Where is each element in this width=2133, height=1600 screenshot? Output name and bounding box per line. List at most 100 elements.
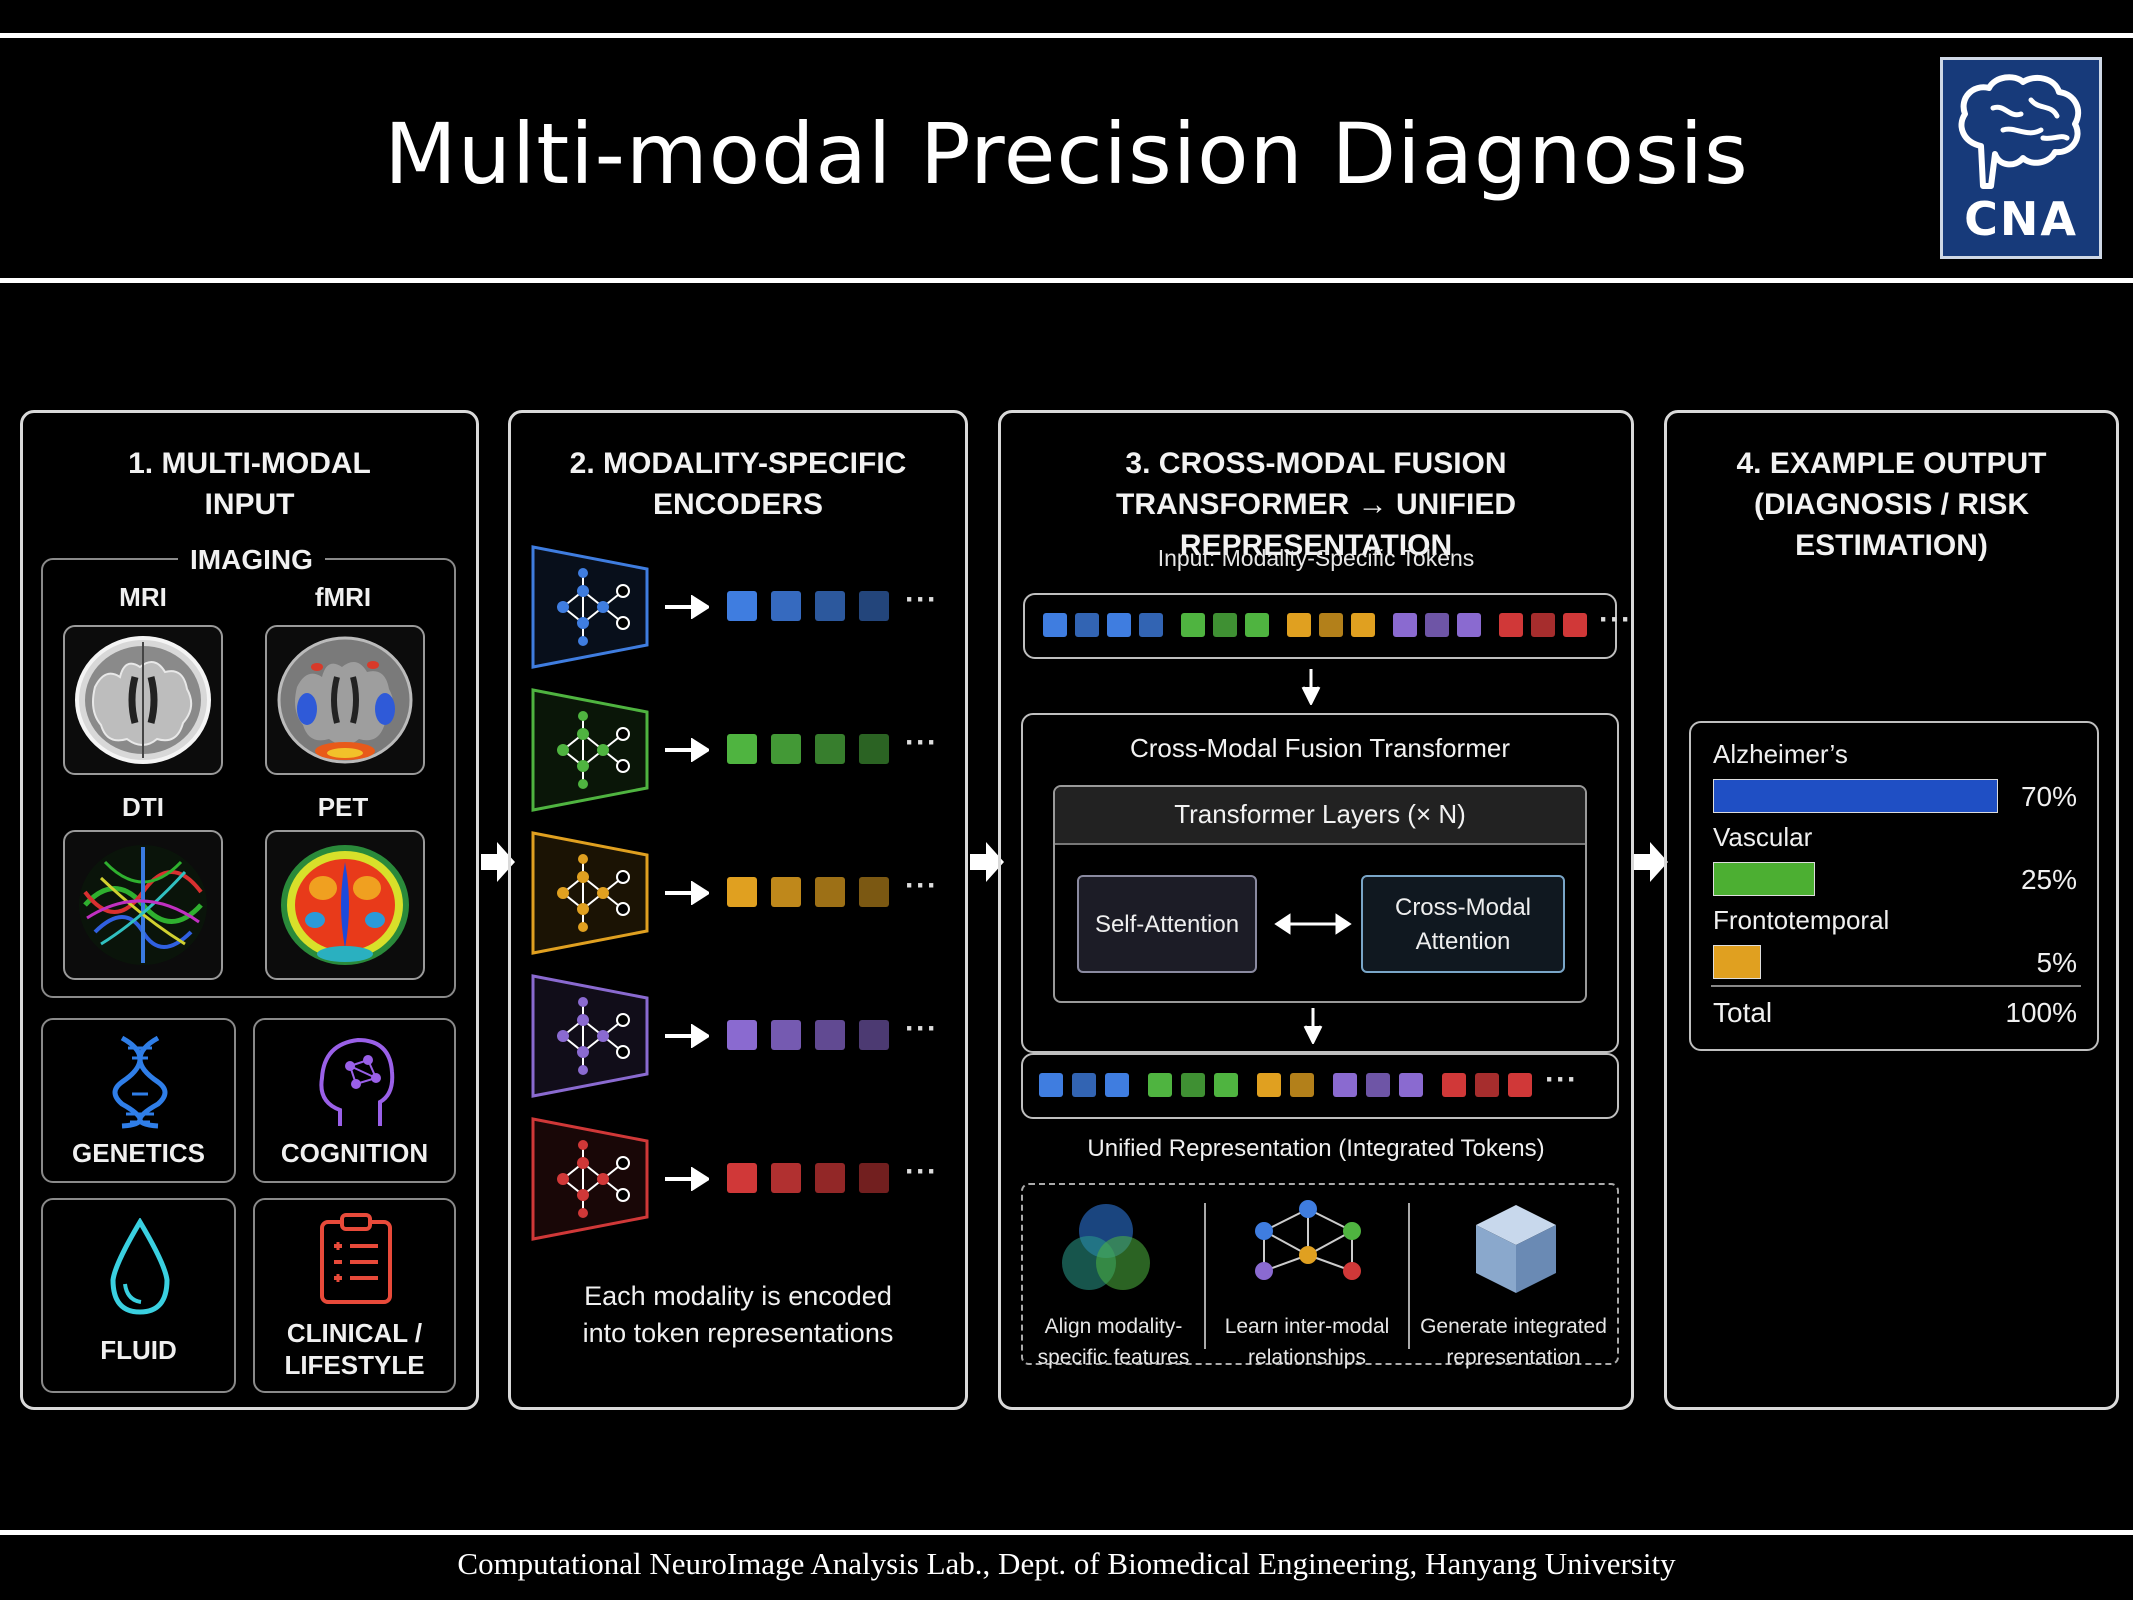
- panel1-title: 1. MULTI-MODAL INPUT: [23, 443, 476, 525]
- panel4-title-line2: (DIAGNOSIS / RISK ESTIMATION): [1753, 488, 2030, 562]
- encoder-token: [859, 1163, 889, 1193]
- step-3-line2: representation: [1446, 1346, 1581, 1369]
- fusion-steps-box: Align modality- specific features Learn …: [1021, 1183, 1619, 1369]
- fusion-token: [1319, 613, 1343, 637]
- result-label: Vascular: [1713, 822, 1813, 852]
- encoder-icon: [531, 1117, 649, 1241]
- head-brain-icon: [319, 1037, 395, 1126]
- fusion-token: [1107, 613, 1131, 637]
- fusion-token: [1399, 1073, 1423, 1097]
- clipboard-icon: [320, 1213, 392, 1304]
- transformer-layers-header: [1055, 787, 1585, 845]
- fusion-token: [1351, 613, 1375, 637]
- fusion-token: [1139, 613, 1163, 637]
- panel4-title: 4. EXAMPLE OUTPUT (DIAGNOSIS / RISK ESTI…: [1667, 443, 2116, 566]
- panel1-title-line2: INPUT: [204, 488, 295, 521]
- encoder-token: [815, 1163, 845, 1193]
- encoder-icon: [531, 545, 649, 669]
- encoder-token: [771, 591, 801, 621]
- down-arrow-2: [1303, 1008, 1323, 1044]
- fusion-token: [1333, 1073, 1357, 1097]
- fmri-image: [265, 625, 425, 775]
- cross-attention-box: Cross-Modal Attention: [1361, 875, 1565, 973]
- panel3-title-line1: 3. CROSS-MODAL FUSION: [1125, 447, 1507, 480]
- encoder-row: ···: [511, 1115, 965, 1245]
- encoder-token: [771, 734, 801, 764]
- encoder-icon: [531, 831, 649, 955]
- flow-arrow-1: [481, 842, 515, 882]
- cross-attention-line2: Attention: [1415, 928, 1511, 955]
- panel2-title-line2: ENCODERS: [652, 488, 824, 521]
- cube-icon: [1476, 1205, 1556, 1293]
- encoder-row: ···: [511, 543, 965, 673]
- encoder-token: [859, 877, 889, 907]
- scan-label-mri: MRI: [119, 582, 167, 612]
- logo-text: CNA: [1964, 192, 2078, 246]
- brain-icon: [1958, 74, 2082, 189]
- fluid-card: FLUID: [41, 1198, 236, 1393]
- bidirectional-arrow: [1274, 913, 1352, 935]
- fusion-token: [1214, 1073, 1238, 1097]
- encoder-arrow: [665, 881, 709, 905]
- encoder-token: [815, 1020, 845, 1050]
- fusion-token: [1105, 1073, 1129, 1097]
- encoder-token: [727, 591, 757, 621]
- encoder-token: [727, 1163, 757, 1193]
- transformer-layers-box: Transformer Layers (× N) Self-Attention …: [1053, 785, 1587, 1003]
- encoder-token: [771, 1163, 801, 1193]
- strip-ellipsis: ···: [1545, 1063, 1578, 1096]
- fusion-token: [1442, 1073, 1466, 1097]
- encoder-token: [815, 591, 845, 621]
- encoder-ellipsis: ···: [905, 1155, 938, 1188]
- encoder-row: ···: [511, 829, 965, 959]
- encoder-ellipsis: ···: [905, 1012, 938, 1045]
- fusion-token: [1393, 613, 1417, 637]
- encoder-ellipsis: ···: [905, 869, 938, 902]
- droplet-icon: [110, 1218, 170, 1315]
- cross-attention-label: Cross-Modal Attention: [1363, 891, 1563, 959]
- fusion-token: [1290, 1073, 1314, 1097]
- encoder-token: [727, 1020, 757, 1050]
- scan-label-fmri: fMRI: [314, 582, 372, 612]
- dna-icon: [112, 1035, 168, 1129]
- fluid-label: FLUID: [100, 1335, 177, 1365]
- encoder-row: ···: [511, 972, 965, 1102]
- result-bar: [1713, 779, 1998, 813]
- fusion-token: [1181, 613, 1205, 637]
- dti-image: [63, 830, 223, 980]
- total-label: Total: [1713, 997, 1773, 1028]
- fusion-token: [1457, 613, 1481, 637]
- fusion-token: [1508, 1073, 1532, 1097]
- imaging-group: IMAGING MRI fMRI: [41, 544, 456, 998]
- encoder-token: [727, 734, 757, 764]
- panel-fusion: 3. CROSS-MODAL FUSION TRANSFORMER → UNIF…: [998, 410, 1634, 1410]
- encoder-token: [815, 734, 845, 764]
- total-divider: [1711, 985, 2081, 987]
- imaging-label: IMAGING: [178, 544, 325, 576]
- network-icon: [1255, 1200, 1361, 1280]
- fusion-token: [1039, 1073, 1063, 1097]
- header-rule: [0, 278, 2133, 283]
- down-arrow-1: [1301, 669, 1321, 705]
- step-3-line1: Generate integrated: [1420, 1315, 1607, 1338]
- encoder-ellipsis: ···: [905, 726, 938, 759]
- encoder-token: [859, 1020, 889, 1050]
- self-attention-label: Self-Attention: [1094, 911, 1240, 938]
- panel3-title: 3. CROSS-MODAL FUSION TRANSFORMER → UNIF…: [1001, 443, 1631, 566]
- result-label: Alzheimer’s: [1713, 739, 1848, 769]
- fusion-token: [1499, 613, 1523, 637]
- step-2-line2: relationships: [1248, 1346, 1366, 1369]
- encoder-arrow: [665, 1167, 709, 1191]
- fusion-token: [1072, 1073, 1096, 1097]
- panel-multimodal-input: 1. MULTI-MODAL INPUT IMAGING MRI fMRI: [20, 410, 479, 1410]
- step-1-line1: Align modality-: [1044, 1315, 1183, 1338]
- input-tokens-label: Input: Modality-Specific Tokens: [1157, 545, 1475, 571]
- encoder-arrow: [665, 595, 709, 619]
- panel1-title-line1: 1. MULTI-MODAL: [128, 447, 371, 480]
- fusion-transformer-box: Cross-Modal Fusion Transformer Transform…: [1021, 713, 1619, 1053]
- unified-token-strip: ···: [1021, 1053, 1619, 1119]
- clinical-lifestyle-card: CLINICAL / LIFESTYLE: [253, 1198, 456, 1393]
- fusion-token: [1425, 613, 1449, 637]
- flow-arrow-2: [970, 842, 1004, 882]
- result-value: 25%: [2020, 864, 2077, 895]
